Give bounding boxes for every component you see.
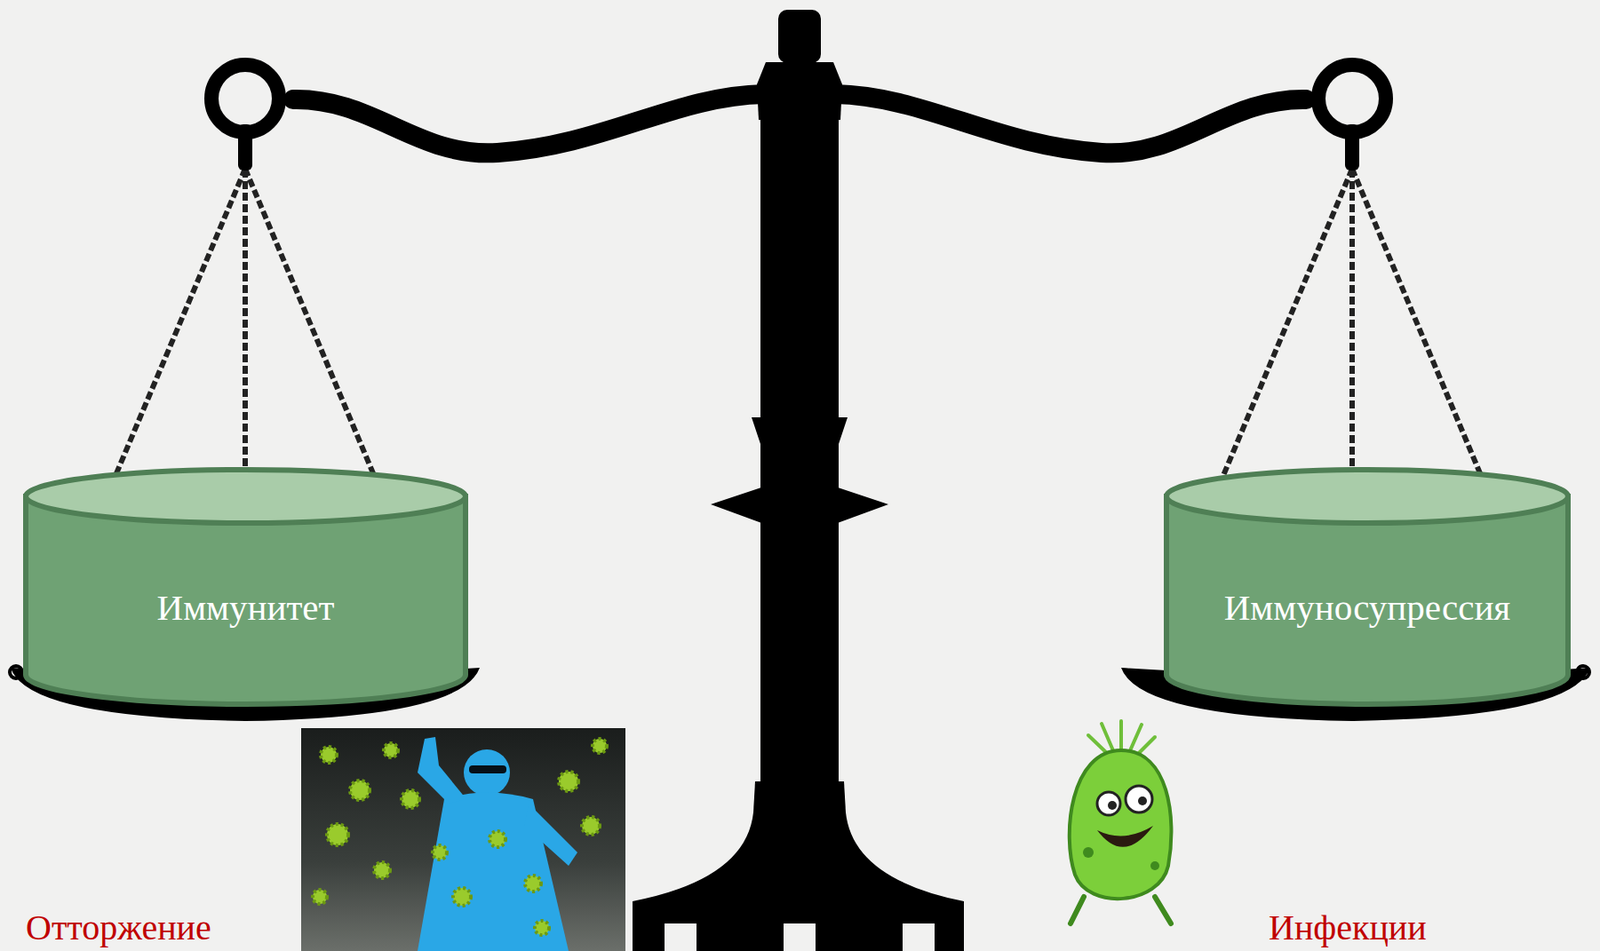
outcome-label: Инфекции [1268,910,1427,947]
pan-label: Иммунитет [39,529,452,687]
scale-pan: Иммунитет [22,467,470,705]
scale-base-slots [664,923,935,951]
pan-cylinder [22,467,470,705]
outcome-label: Отторжение [25,910,212,947]
pan-label: Иммуносупрессия [1180,529,1554,687]
scale-post [632,9,964,951]
germ-cartoon [1069,721,1172,924]
pan-cylinder [1162,467,1572,705]
scale-pan: Иммуносупрессия [1162,467,1572,705]
immunity-photo [301,728,626,951]
